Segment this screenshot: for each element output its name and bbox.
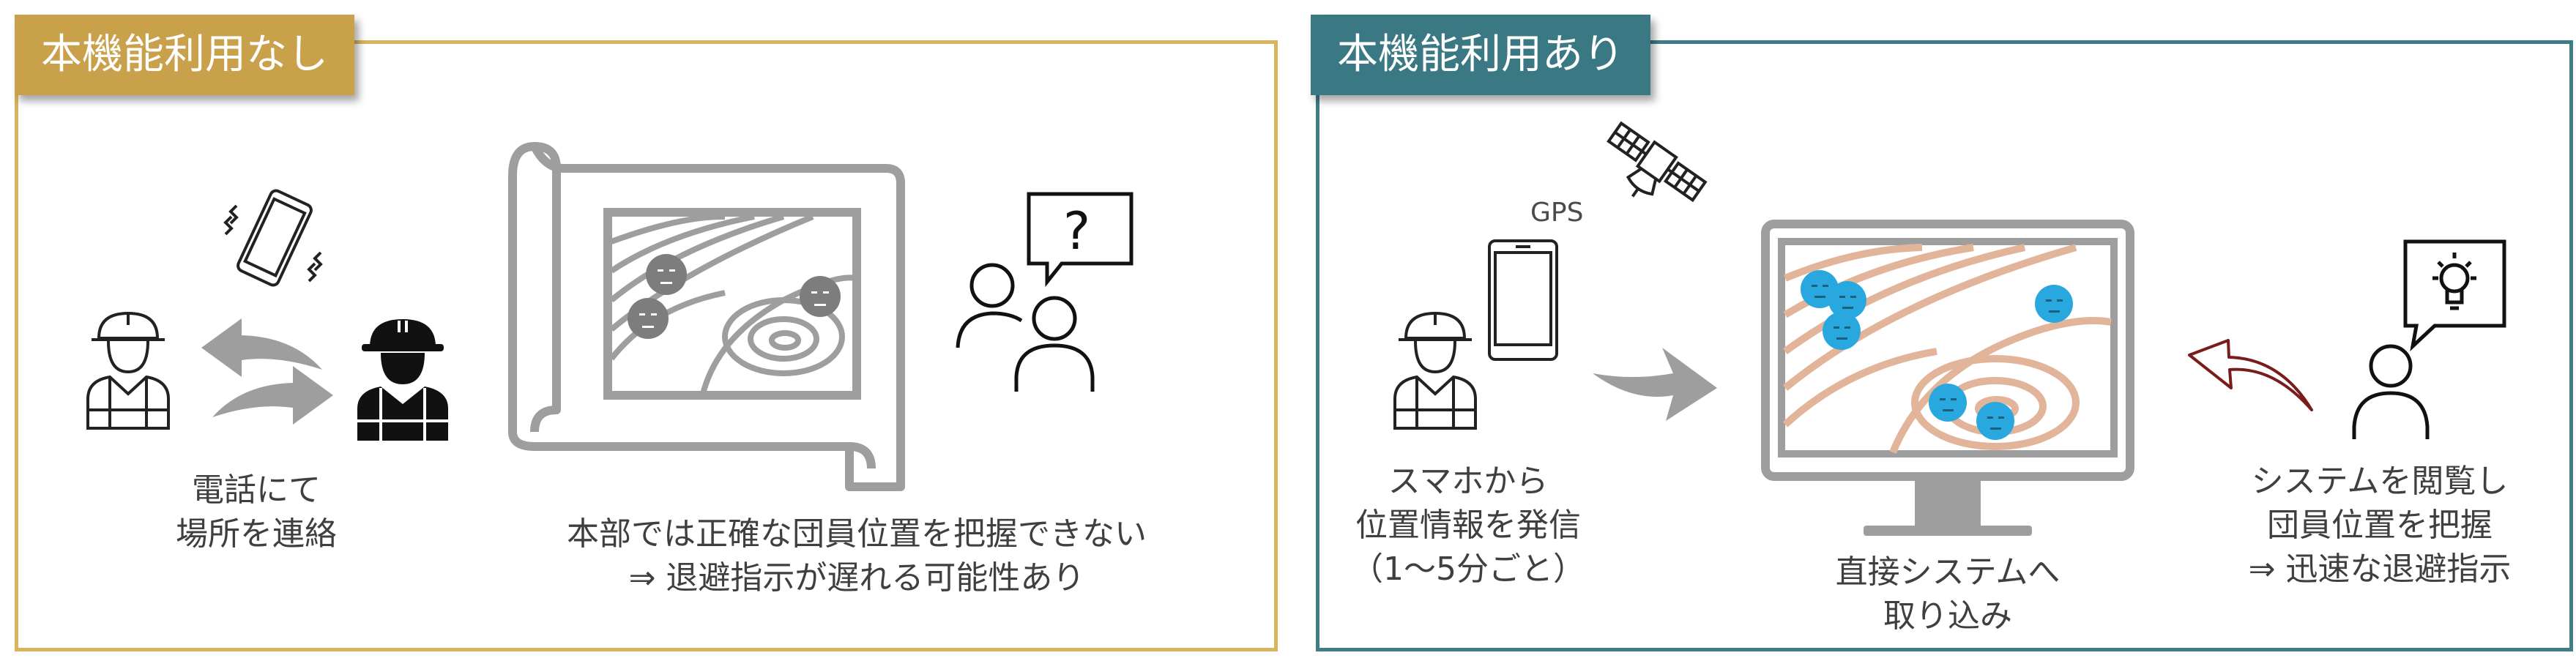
person-idea-icon: [2352, 239, 2506, 439]
people-question-icon: ?: [956, 192, 1133, 392]
panel-with-feature: [1316, 40, 2573, 651]
satellite-icon: [1607, 121, 1708, 203]
monitor-import-caption: 直接システムへ 取り込み: [1835, 553, 2061, 635]
worker-icon: [86, 311, 170, 430]
swap-arrows-icon: [201, 318, 333, 425]
arrow-right-icon: [1593, 348, 1717, 421]
return-arrow-icon: [2188, 339, 2313, 411]
worker-icon: [1393, 311, 1477, 430]
worker-dark-icon: [357, 319, 448, 441]
phone-send-caption: スマホから 位置情報を発信 （1～5分ごと）: [1351, 463, 1585, 588]
panel-without-feature: [15, 40, 1278, 651]
phone-vibrating-icon: [223, 189, 323, 287]
smartphone-icon: [1488, 239, 1558, 361]
face-markers-blue: [1801, 270, 2073, 440]
phone-contact-caption: 電話にて 場所を連絡: [176, 471, 337, 553]
monitor-map-icon: [1761, 220, 2134, 536]
panel-title-with: 本機能利用あり: [1311, 15, 1650, 95]
map-problem-caption: 本部では正確な団員位置を把握できない ⇒ 退避指示が遅れる可能性あり: [567, 515, 1147, 597]
gps-label: GPS: [1530, 198, 1584, 228]
panel-title-without: 本機能利用なし: [15, 15, 354, 95]
person-view-caption: システムを閲覧し 団員位置を把握 ⇒ 迅速な退避指示: [2248, 463, 2512, 588]
question-mark: ?: [1063, 201, 1090, 261]
map-icon: [508, 142, 905, 491]
face-markers-gray: [628, 254, 841, 339]
